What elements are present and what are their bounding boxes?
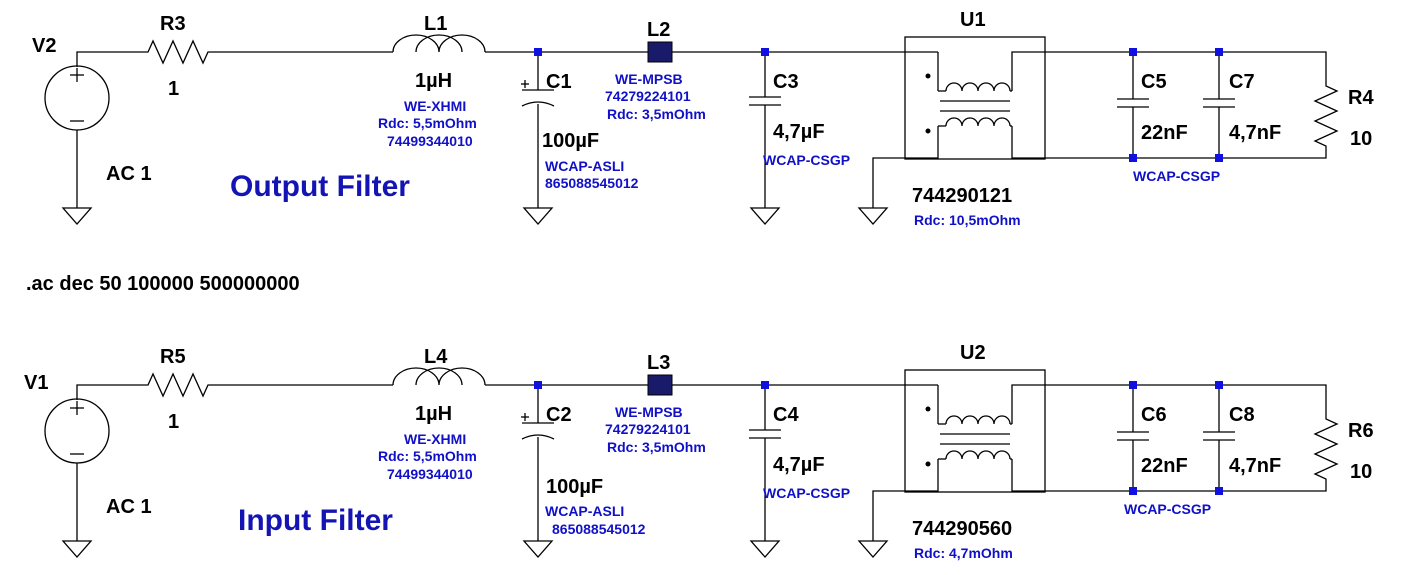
cap-value: 100µF <box>546 476 603 498</box>
ground-symbol <box>523 522 553 558</box>
choke-name: U2 <box>960 342 986 364</box>
choke-rdc: Rdc: 10,5mOhm <box>914 212 1021 228</box>
cap-value: 4,7nF <box>1229 122 1281 144</box>
cap-name: C4 <box>773 404 799 426</box>
cap-name: C3 <box>773 71 799 93</box>
bead-rdc: Rdc: 3,5mOhm <box>607 439 706 455</box>
ground-symbol <box>858 189 888 225</box>
ground-symbol <box>750 189 780 225</box>
cap-value: 100µF <box>542 130 599 152</box>
resistor-value: 1 <box>168 411 179 433</box>
resistor-symbol[interactable] <box>1313 82 1339 150</box>
bead-rdc: Rdc: 3,5mOhm <box>607 106 706 122</box>
source-name: V2 <box>32 35 56 57</box>
junction-dots <box>534 48 1223 162</box>
electrolytic-capacitor-symbol[interactable] <box>521 413 555 440</box>
resistor-name: R5 <box>160 346 186 368</box>
bead-series: WE-MPSB <box>615 404 683 420</box>
cap-part: 865088545012 <box>552 521 646 537</box>
choke-rdc: Rdc: 4,7mOhm <box>914 545 1013 561</box>
ferrite-bead-symbol[interactable] <box>647 41 673 63</box>
choke-part: 744290560 <box>912 518 1012 540</box>
choke-part: 744290121 <box>912 185 1012 207</box>
load-value: 10 <box>1350 461 1372 483</box>
cap-value: 4,7µF <box>773 121 825 143</box>
capacitor-symbol[interactable] <box>749 429 781 439</box>
common-mode-choke-symbol[interactable] <box>904 36 1046 160</box>
cap-series: WCAP-CSGP <box>763 485 850 501</box>
inductor-series: WE-XHMI <box>404 431 466 447</box>
circuit-input-filter: V1 AC 1 R5 1 L4 1µH WE-XHMI Rdc: 5,5mOhm… <box>24 342 1374 561</box>
capacitor-symbol[interactable] <box>749 96 781 106</box>
cap-part: 865088545012 <box>545 175 639 191</box>
cap-name: C6 <box>1141 404 1167 426</box>
cap-value: 4,7µF <box>773 454 825 476</box>
resistor-symbol[interactable] <box>143 39 210 65</box>
capacitor-symbol[interactable] <box>1203 98 1235 108</box>
capacitor-symbol[interactable] <box>1203 431 1235 441</box>
inductor-part: 74499344010 <box>387 466 473 482</box>
ground-symbol <box>750 522 780 558</box>
bead-name: L2 <box>647 19 670 41</box>
ground-symbol <box>858 522 888 558</box>
cap-series: WCAP-CSGP <box>763 152 850 168</box>
resistor-symbol[interactable] <box>1313 415 1339 483</box>
load-name: R4 <box>1348 87 1374 109</box>
ferrite-bead-symbol[interactable] <box>647 374 673 396</box>
common-mode-choke-symbol[interactable] <box>904 369 1046 493</box>
spice-directive[interactable]: .ac dec 50 100000 500000000 <box>26 273 300 295</box>
inductor-name: L4 <box>424 346 448 368</box>
wires <box>76 51 1327 190</box>
inductor-series: WE-XHMI <box>404 98 466 114</box>
voltage-source-symbol[interactable] <box>44 65 110 131</box>
load-name: R6 <box>1348 420 1374 442</box>
inductor-part: 74499344010 <box>387 133 473 149</box>
inductor-name: L1 <box>424 13 447 35</box>
capacitor-symbol[interactable] <box>1117 431 1149 441</box>
capacitor-symbol[interactable] <box>1117 98 1149 108</box>
cap-series: WCAP-CSGP <box>1124 501 1211 517</box>
bead-name: L3 <box>647 352 670 374</box>
source-value: AC 1 <box>106 163 152 185</box>
cap-name: C2 <box>546 404 572 426</box>
ground-symbol <box>62 522 92 558</box>
cap-value: 22nF <box>1141 455 1188 477</box>
cap-name: C7 <box>1229 71 1255 93</box>
cap-series: WCAP-CSGP <box>1133 168 1220 184</box>
ground-symbol <box>523 189 553 225</box>
cap-series: WCAP-ASLI <box>545 503 624 519</box>
bead-series: WE-MPSB <box>615 71 683 87</box>
ground-symbol <box>62 189 92 225</box>
circuit-output-filter: V2 AC 1 R3 1 L1 1µH WE-XHMI Rdc: 5,5mOhm… <box>32 9 1374 228</box>
junction-dots <box>534 381 1223 495</box>
cap-value: 22nF <box>1141 122 1188 144</box>
cap-name: C8 <box>1229 404 1255 426</box>
inductor-value: 1µH <box>415 70 452 92</box>
cap-value: 4,7nF <box>1229 455 1281 477</box>
resistor-name: R3 <box>160 13 186 35</box>
filter-title: Output Filter <box>230 170 410 203</box>
inductor-rdc: Rdc: 5,5mOhm <box>378 448 477 464</box>
bead-part: 74279224101 <box>605 88 691 104</box>
load-value: 10 <box>1350 128 1372 150</box>
cap-name: C5 <box>1141 71 1167 93</box>
source-value: AC 1 <box>106 496 152 518</box>
filter-title: Input Filter <box>238 504 393 537</box>
cap-series: WCAP-ASLI <box>545 158 624 174</box>
inductor-symbol[interactable] <box>392 367 486 386</box>
inductor-symbol[interactable] <box>392 34 486 53</box>
inductor-value: 1µH <box>415 403 452 425</box>
bead-part: 74279224101 <box>605 421 691 437</box>
source-name: V1 <box>24 372 48 394</box>
electrolytic-capacitor-symbol[interactable] <box>521 80 555 107</box>
resistor-symbol[interactable] <box>143 372 210 398</box>
resistor-value: 1 <box>168 78 179 100</box>
choke-name: U1 <box>960 9 986 31</box>
inductor-rdc: Rdc: 5,5mOhm <box>378 115 477 131</box>
voltage-source-symbol[interactable] <box>44 398 110 464</box>
cap-name: C1 <box>546 71 572 93</box>
